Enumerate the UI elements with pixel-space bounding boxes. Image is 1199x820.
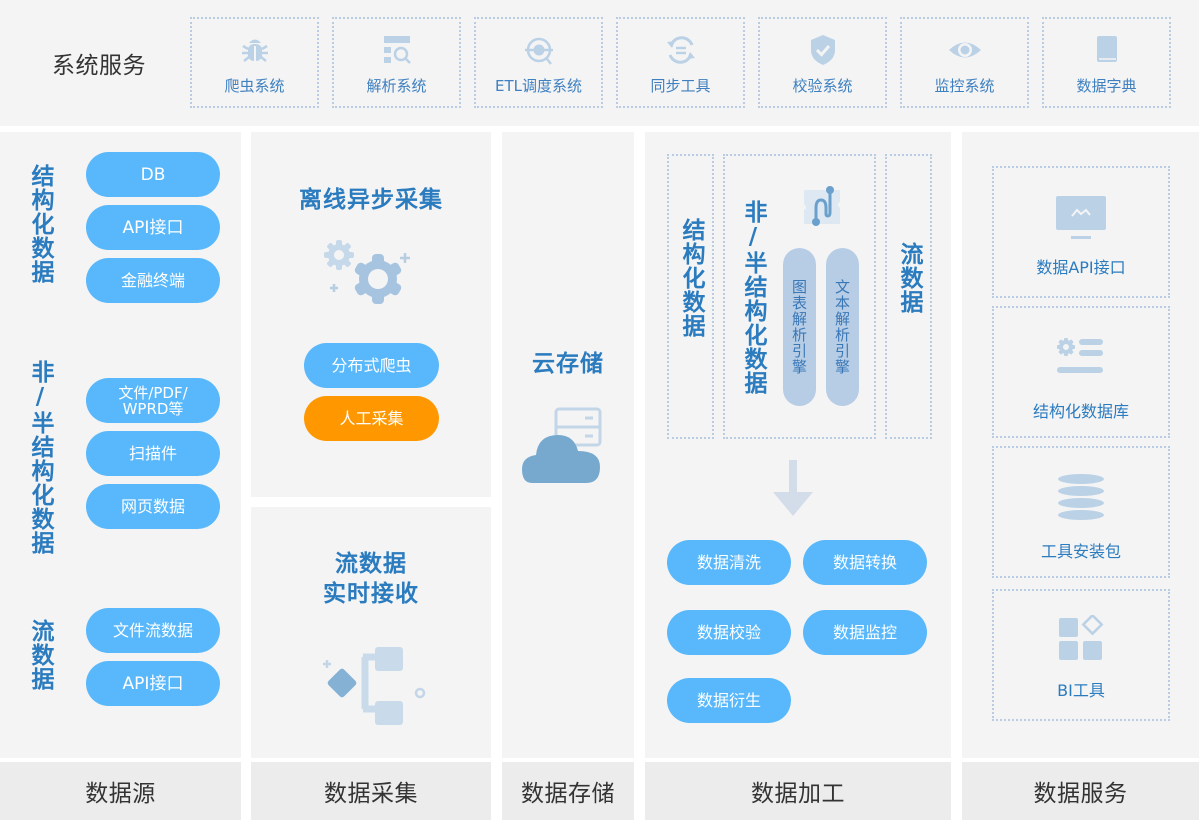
stream-collection-panel: 流数据 实时接收 <box>251 507 491 758</box>
processing-structured-box <box>667 154 714 439</box>
collection-item-manual[interactable]: 人工采集 <box>304 396 439 441</box>
source-item-files[interactable]: 文件/PDF/ WPRD等 <box>86 378 220 423</box>
processing-unstructured-box <box>723 154 876 439</box>
flow-tree-icon <box>323 647 426 725</box>
source-item-db[interactable]: DB <box>86 152 220 197</box>
service-item-label: 工具安装包 <box>1040 542 1121 561</box>
system-item-sync[interactable]: 同步工具 <box>616 17 745 108</box>
source-group-unstructured-label: 非/半结构化数据 <box>27 360 53 555</box>
system-item-monitor[interactable]: 监控系统 <box>900 17 1029 108</box>
system-item-label: 数据字典 <box>1076 77 1137 95</box>
cloud-server-icon <box>522 407 602 483</box>
data-storage-panel: 云存储 <box>502 132 634 758</box>
stream-collection-title: 流数据 实时接收 <box>251 549 491 609</box>
footer-data-collection: 数据采集 <box>251 762 491 820</box>
widgets-icon <box>1059 615 1104 660</box>
offline-collection-title: 离线异步采集 <box>299 187 443 213</box>
system-services-band: 系统服务 爬虫系统 解析系统 ETL调度系统 <box>0 0 1199 126</box>
operation-data-validation[interactable]: 数据校验 <box>667 610 791 655</box>
offline-collection-panel: 离线异步采集 分布式爬虫 人工采集 <box>251 132 491 497</box>
system-item-label: 监控系统 <box>934 77 995 95</box>
service-item-data-api[interactable]: 数据API接口 <box>992 166 1170 298</box>
sync-icon <box>666 36 695 64</box>
service-item-structured-db[interactable]: 结构化数据库 <box>992 306 1170 438</box>
system-item-label: 同步工具 <box>650 77 711 95</box>
footer-data-storage: 数据存储 <box>502 762 634 820</box>
source-item-web-data[interactable]: 网页数据 <box>86 484 220 529</box>
book-icon <box>1096 36 1117 62</box>
settings-list-icon <box>1057 338 1103 373</box>
operation-data-transform[interactable]: 数据转换 <box>803 540 927 585</box>
system-item-validation[interactable]: 校验系统 <box>758 17 887 108</box>
system-item-parser[interactable]: 解析系统 <box>332 17 461 108</box>
service-item-tool-package[interactable]: 工具安装包 <box>992 446 1170 578</box>
processing-stream-box <box>885 154 932 439</box>
service-item-label: BI工具 <box>1057 681 1105 700</box>
eye-icon <box>948 42 981 58</box>
system-item-dictionary[interactable]: 数据字典 <box>1042 17 1171 108</box>
footer-data-service: 数据服务 <box>962 762 1199 820</box>
data-source-panel: 结构化数据 DB API接口 金融终端 非/半结构化数据 文件/PDF/ WPR… <box>0 132 241 758</box>
database-stack-icon <box>1058 474 1104 520</box>
stream-collection-title-line1: 流数据 <box>335 551 407 577</box>
system-item-etl[interactable]: ETL调度系统 <box>474 17 603 108</box>
source-item-api[interactable]: API接口 <box>86 205 220 250</box>
bug-icon <box>241 39 268 62</box>
source-item-file-stream[interactable]: 文件流数据 <box>86 608 220 653</box>
footer-data-source: 数据源 <box>0 762 241 820</box>
service-item-label: 数据API接口 <box>1036 258 1126 277</box>
gears-icon <box>324 240 410 304</box>
chart-parsing-engine[interactable]: 图表解析引擎 <box>783 248 816 406</box>
system-item-label: ETL调度系统 <box>495 77 582 95</box>
system-item-label: 爬虫系统 <box>224 77 285 95</box>
source-item-stream-api[interactable]: API接口 <box>86 661 220 706</box>
service-item-bi-tool[interactable]: BI工具 <box>992 589 1170 721</box>
collection-item-distributed-crawler[interactable]: 分布式爬虫 <box>304 343 439 388</box>
cloud-storage-title: 云存储 <box>532 351 604 377</box>
processing-stream-label: 流数据 <box>896 242 922 314</box>
service-item-label: 结构化数据库 <box>1032 402 1129 421</box>
source-group-stream-label: 流数据 <box>27 619 53 691</box>
parse-search-icon <box>383 36 411 64</box>
data-processing-panel: 结构化数据 非/半结构化数据 图表解析引擎 文本解析引擎 流数据 数据清洗 数据… <box>645 132 951 758</box>
footer-data-processing: 数据加工 <box>645 762 951 820</box>
source-group-structured-label: 结构化数据 <box>27 164 53 284</box>
operation-data-monitoring[interactable]: 数据监控 <box>803 610 927 655</box>
text-parsing-engine[interactable]: 文本解析引擎 <box>826 248 859 406</box>
operation-data-derivation[interactable]: 数据衍生 <box>667 678 791 723</box>
source-item-financial-terminal[interactable]: 金融终端 <box>86 258 220 303</box>
system-item-label: 解析系统 <box>366 77 427 95</box>
system-services-title: 系统服务 <box>52 53 146 79</box>
arrow-down-icon <box>773 460 813 516</box>
source-item-scans[interactable]: 扫描件 <box>86 431 220 476</box>
processing-unstructured-label: 非/半结构化数据 <box>740 200 766 395</box>
shield-check-icon <box>810 35 835 65</box>
system-item-label: 校验系统 <box>792 77 853 95</box>
target-icon <box>524 37 553 65</box>
operation-data-cleaning[interactable]: 数据清洗 <box>667 540 791 585</box>
processing-structured-label: 结构化数据 <box>678 218 704 338</box>
pipeline-icon <box>804 186 840 226</box>
monitor-icon <box>1056 196 1106 239</box>
stream-collection-title-line2: 实时接收 <box>323 581 419 607</box>
system-item-crawler[interactable]: 爬虫系统 <box>190 17 319 108</box>
